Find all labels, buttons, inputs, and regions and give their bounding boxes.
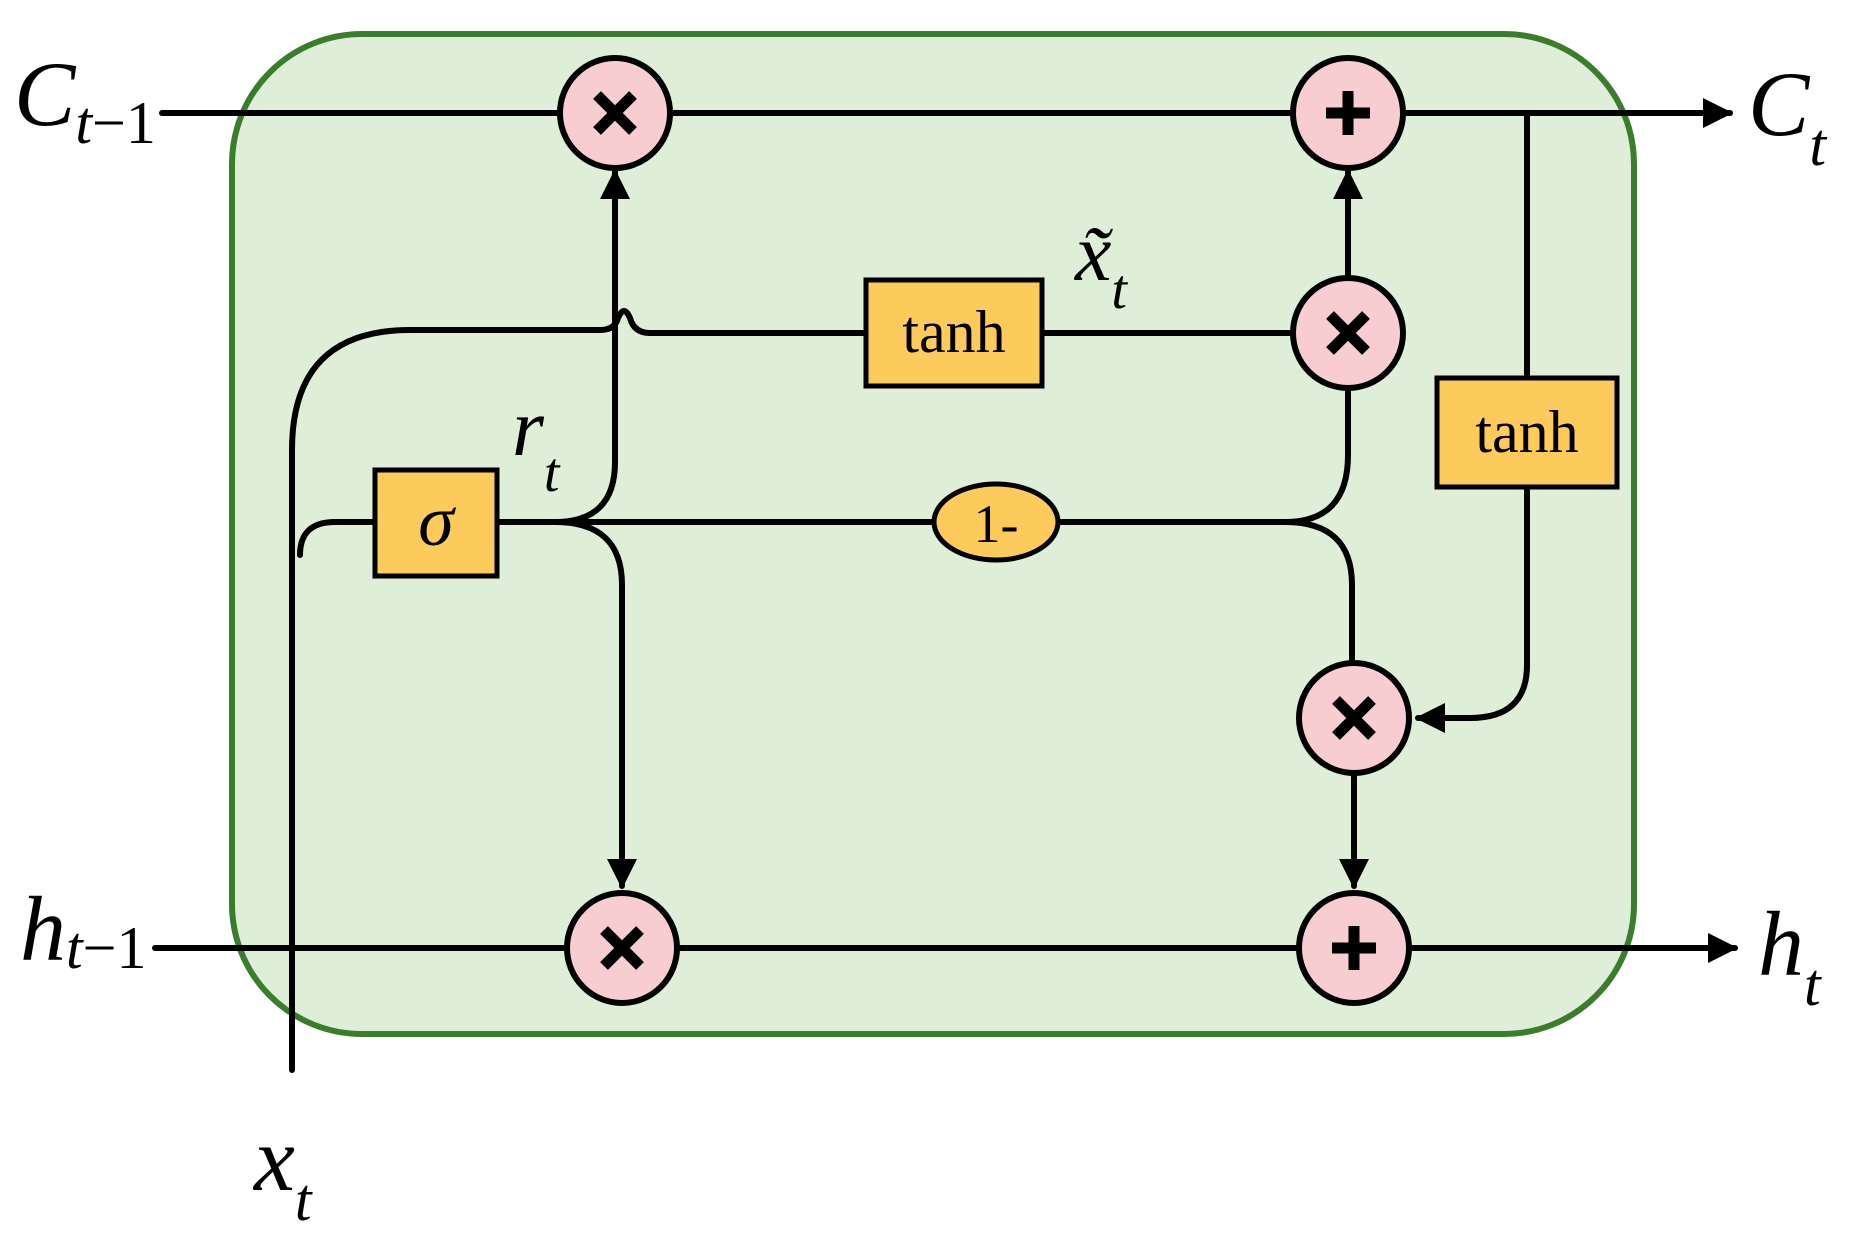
one-minus-gate: 1- (931, 481, 1061, 563)
plus-icon (1326, 91, 1370, 135)
multiply-icon (1332, 696, 1376, 740)
x-input-label: xt (252, 1108, 313, 1233)
one-minus-to-output-multiply-wire (1282, 519, 1355, 668)
sigma-gate-label: σ (418, 481, 456, 561)
multiply-icon (1326, 311, 1370, 355)
sigma-gate: σ (372, 467, 500, 579)
cell-multiply-operator (557, 55, 673, 171)
hidden-multiply-operator (564, 890, 680, 1006)
c-prev-label: Ct−1 (14, 43, 156, 156)
svg-text:xt: xt (252, 1108, 313, 1233)
one-minus-label: 1- (974, 494, 1019, 554)
svg-text:ht: ht (1758, 893, 1822, 1018)
input-to-sigma-wire (297, 519, 378, 558)
candidate-multiply-operator (1290, 275, 1406, 391)
hidden-add-operator (1296, 890, 1412, 1006)
candidate-tanh-gate: tanh (863, 277, 1045, 389)
plus-icon (1332, 926, 1376, 970)
svg-text:Ct−1: Ct−1 (14, 43, 156, 156)
h-next-label: ht (1758, 893, 1822, 1018)
output-tanh-gate: tanh (1434, 375, 1620, 490)
x-tilde-label: x̃t (1074, 207, 1128, 321)
output-multiply-operator (1296, 660, 1412, 776)
h-prev-label: ht−1 (20, 878, 147, 981)
svg-text:x̃t: x̃t (1074, 207, 1128, 321)
c-next-label: Ct (1748, 53, 1827, 178)
candidate-tanh-label: tanh (902, 299, 1005, 365)
output-tanh-label: tanh (1475, 399, 1578, 465)
reset-gate-label: rt (512, 382, 561, 504)
svg-text:ht−1: ht−1 (20, 878, 147, 981)
output-tanh-to-multiply-wire (1415, 484, 1530, 733)
cell-container (229, 31, 1637, 1037)
svg-text:Ct: Ct (1748, 53, 1827, 178)
svg-text:rt: rt (512, 382, 561, 504)
multiply-icon (600, 926, 644, 970)
cell-add-operator (1290, 55, 1406, 171)
multiply-icon (593, 91, 637, 135)
